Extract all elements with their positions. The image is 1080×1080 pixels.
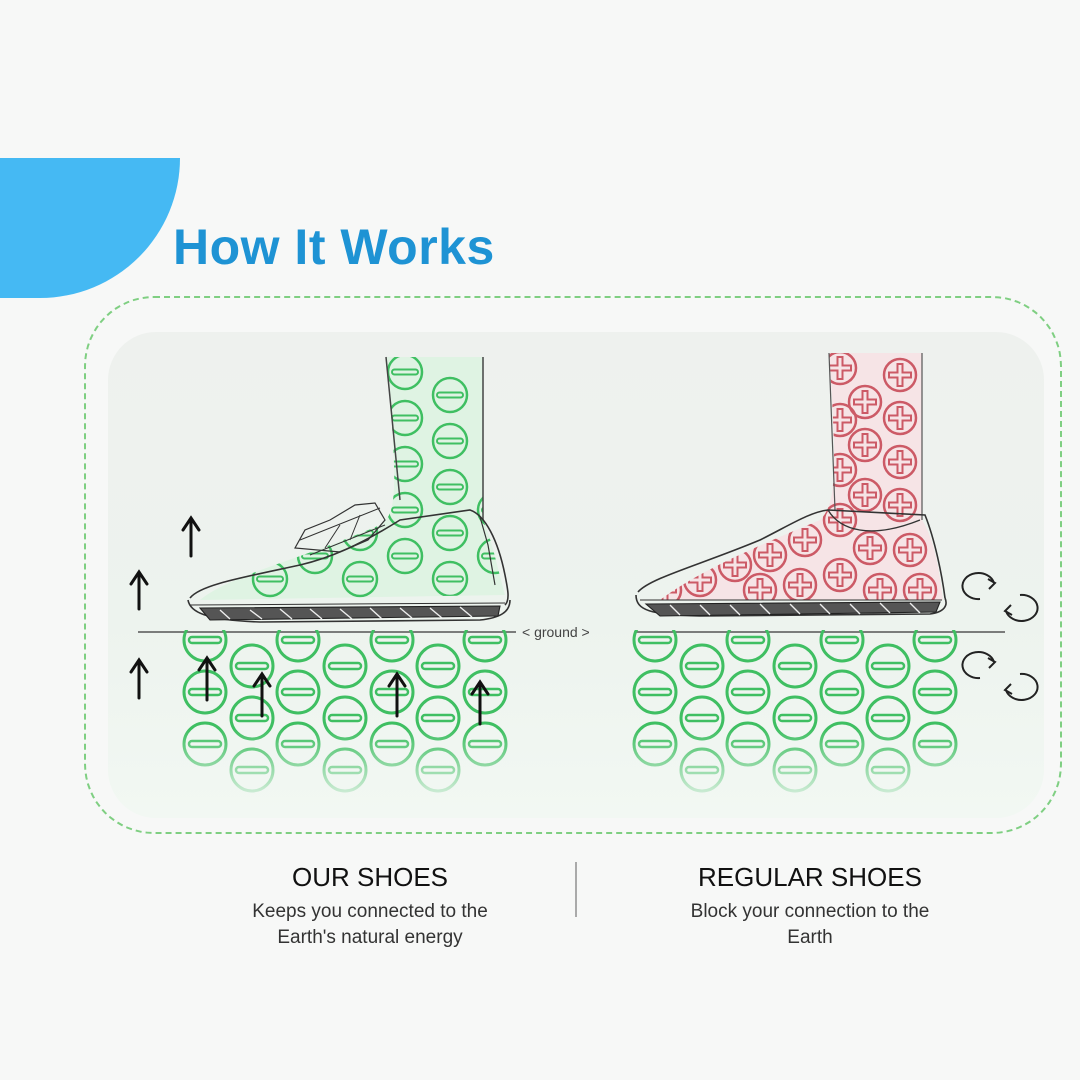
regular-shoes-heading: REGULAR SHOES [698,862,922,892]
arrow-up-icon [181,515,201,558]
ground-label: < ground > [522,624,590,640]
regular-shoes-description-line2: Earth [787,927,833,948]
our-shoes-heading: OUR SHOES [291,862,449,892]
arrow-up-icon [129,569,149,611]
ground-charge-pattern-left [182,617,508,793]
regular-shoe [635,509,947,617]
our-shoes-caption: OUR SHOES Keeps you connected to the Ear… [200,862,540,951]
arrow-up-icon [197,655,217,702]
caption-divider [575,862,577,917]
regular-shoe-leg [660,353,943,600]
our-shoes-description-line2: Earth's natural energy [277,927,463,948]
arrow-up-icon [252,671,272,718]
page-title: How It Works [173,219,495,275]
our-shoe-sole [198,605,501,621]
arrow-up-icon [387,671,407,718]
our-shoe-leg [200,357,505,600]
arrow-up-icon [470,679,490,726]
arrow-up-icon [129,657,149,700]
diagram-frame [84,296,1062,834]
our-shoes-description-line1: Keeps you connected to the [252,901,488,922]
regular-shoe-sole [644,601,941,617]
regular-shoes-caption: REGULAR SHOES Block your connection to t… [620,862,1000,951]
ground-charge-pattern-right [632,617,958,793]
cycle-icon [961,651,1039,701]
our-shoe [187,502,511,623]
regular-shoes-description-line1: Block your connection to the [690,901,930,922]
cycle-icon [961,572,1039,622]
